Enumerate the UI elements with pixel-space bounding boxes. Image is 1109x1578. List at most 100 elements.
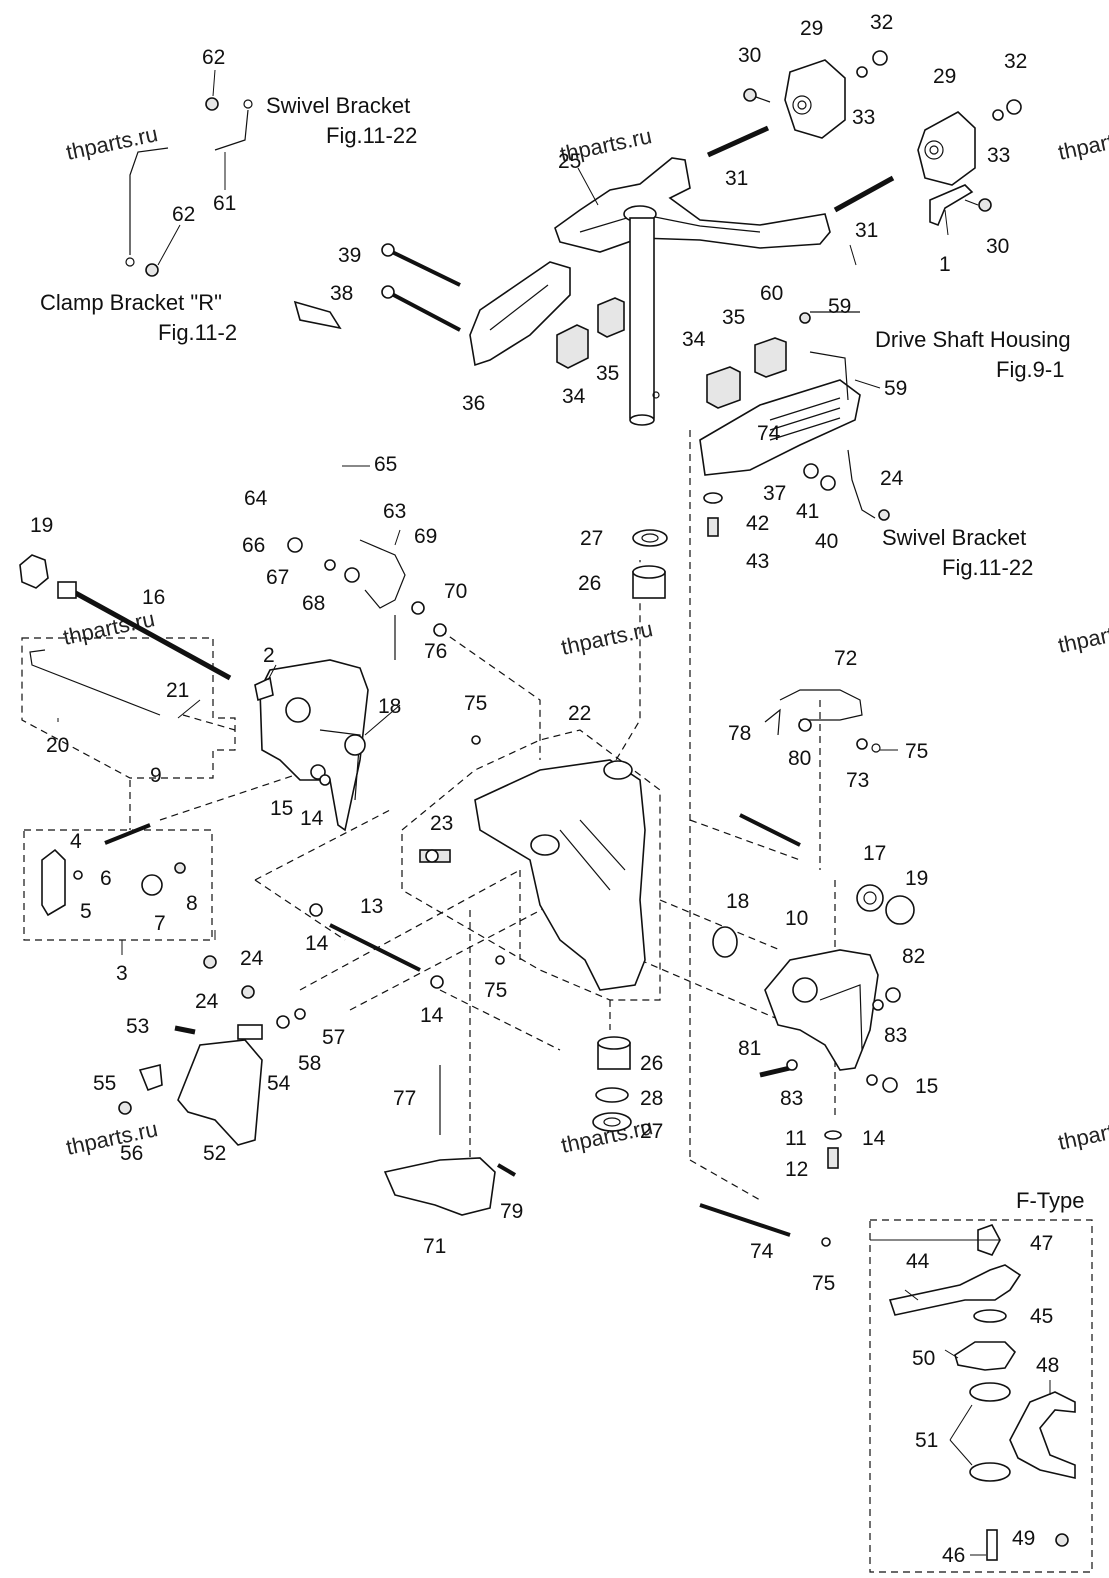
tilt-spring-parts [764, 689, 881, 753]
parts-art [19, 50, 1076, 1561]
ref-clamp-bracket: Clamp Bracket "R" [40, 290, 222, 315]
callout: 22 [568, 702, 591, 725]
callout: 71 [423, 1235, 446, 1258]
callout: 59 [884, 377, 907, 400]
callout: 24 [195, 990, 219, 1013]
callout: 57 [322, 1026, 345, 1049]
rubber-blocks [556, 297, 787, 409]
ref-swivel-bracket-right: Swivel Bracket [882, 525, 1026, 550]
callout: 74 [757, 422, 781, 445]
upper-mount-part [784, 59, 976, 186]
watermark: thparts.ru [1056, 1111, 1109, 1155]
long-bolts-36 [381, 243, 461, 332]
callout: 53 [126, 1015, 149, 1038]
callout: 48 [1036, 1354, 1059, 1377]
callout: 5 [80, 900, 92, 923]
ref-drive-shaft-housing-fig: Fig.9-1 [996, 357, 1064, 382]
callout: 65 [374, 453, 397, 476]
callout: 83 [780, 1087, 803, 1110]
callout: 35 [596, 362, 619, 385]
callout: 38 [330, 282, 353, 305]
through-shafts [29, 581, 801, 1237]
callout: 3 [116, 962, 128, 985]
callout: 30 [986, 235, 1009, 258]
callout: 32 [1004, 50, 1027, 73]
callout: 82 [902, 945, 925, 968]
callout: 73 [846, 769, 869, 792]
callout: 35 [722, 306, 745, 329]
callout: 29 [800, 17, 823, 40]
callout: 10 [785, 907, 808, 930]
callout: 56 [120, 1142, 143, 1165]
callout: 12 [785, 1158, 808, 1181]
callout: 31 [725, 167, 748, 190]
callout: 18 [726, 890, 749, 913]
callout: 14 [305, 932, 329, 955]
callout: 4 [70, 830, 82, 853]
part-callouts: 1 2 3 4 5 6 7 8 9 10 11 12 13 14 14 14 1… [30, 11, 1059, 1567]
callout: 18 [378, 695, 401, 718]
callout: 14 [300, 807, 324, 830]
callout: 27 [640, 1120, 663, 1143]
steering-arm-part [554, 157, 831, 426]
callout: 2 [263, 644, 275, 667]
callout: 51 [915, 1429, 938, 1452]
watermark: thparts.ru [64, 1116, 160, 1160]
callout: 46 [942, 1544, 965, 1567]
nuts-bushings [19, 554, 915, 958]
callout: 75 [484, 979, 507, 1002]
callout: 15 [915, 1075, 938, 1098]
callout: 52 [203, 1142, 226, 1165]
callout: 26 [640, 1052, 663, 1075]
callout: 17 [863, 842, 886, 865]
callout: 83 [884, 1024, 907, 1047]
stud-bolts [706, 125, 895, 213]
reference-labels: Swivel Bracket Fig.11-22 Clamp Bracket "… [40, 93, 1084, 1213]
callout: 32 [870, 11, 893, 34]
ref-clamp-bracket-fig: Fig.11-2 [158, 320, 237, 345]
callout: 55 [93, 1072, 116, 1095]
swivel-bracket-part [419, 759, 646, 991]
ref-drive-shaft-housing: Drive Shaft Housing [875, 327, 1071, 352]
ref-swivel-bracket-top-fig: Fig.11-22 [326, 123, 417, 148]
callout: 27 [580, 527, 603, 550]
group-3-parts [41, 823, 186, 917]
callout: 68 [302, 592, 325, 615]
tilt-lock-parts [383, 1065, 517, 1216]
callout: 33 [987, 144, 1010, 167]
callout: 77 [393, 1087, 416, 1110]
tilt-stopper-parts [118, 1008, 306, 1146]
callout: 19 [30, 514, 53, 537]
callout: 62 [202, 46, 225, 69]
callout: 67 [266, 566, 289, 589]
callout: 43 [746, 550, 769, 573]
callout: 61 [213, 192, 236, 215]
callout: 44 [906, 1250, 930, 1273]
leader-lines [57, 69, 1051, 1556]
callout: 24 [880, 467, 904, 490]
watermark: thparts.ru [1056, 121, 1109, 165]
assembly-lines [21, 430, 1093, 1573]
callout: 50 [912, 1347, 935, 1370]
callout: 80 [788, 747, 811, 770]
small-fasteners-top [743, 50, 1022, 227]
callout: 34 [562, 385, 586, 408]
callout: 75 [812, 1272, 835, 1295]
callout: 64 [244, 487, 268, 510]
tilt-lever-parts [287, 300, 447, 660]
callout: 24 [240, 947, 264, 970]
callout: 41 [796, 500, 819, 523]
callout: 49 [1012, 1527, 1035, 1550]
f-type-parts [888, 1224, 1076, 1561]
callout: 74 [750, 1240, 774, 1263]
callout: 29 [933, 65, 956, 88]
callout: 13 [360, 895, 383, 918]
watermark: thparts.ru [64, 121, 160, 165]
watermark: thparts.ru [1056, 614, 1109, 658]
callout: 34 [682, 328, 706, 351]
callout: 59 [828, 295, 851, 318]
bushings [592, 529, 668, 1132]
callout: 14 [420, 1004, 444, 1027]
ref-swivel-bracket-right-fig: Fig.11-22 [942, 555, 1033, 580]
